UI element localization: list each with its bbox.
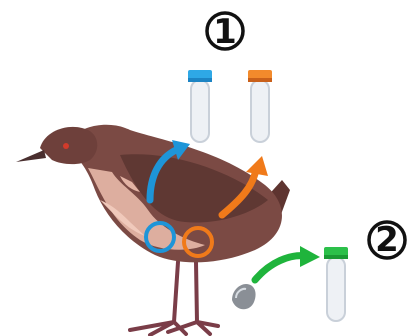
bird-eye bbox=[63, 143, 69, 149]
sample-tube-green-cap bbox=[324, 247, 348, 321]
sample-tube-blue-cap bbox=[188, 70, 212, 142]
step-1-number: 1 bbox=[213, 12, 237, 52]
green-arrow bbox=[255, 246, 320, 280]
left-leg bbox=[174, 262, 178, 322]
right-leg bbox=[196, 262, 197, 322]
step-2-number: 2 bbox=[375, 220, 399, 260]
step-1-marker: 1 bbox=[207, 12, 243, 52]
sample-tube-orange-cap bbox=[248, 70, 272, 142]
step-2-marker: 2 bbox=[369, 220, 405, 260]
droppings-icon bbox=[232, 284, 256, 309]
